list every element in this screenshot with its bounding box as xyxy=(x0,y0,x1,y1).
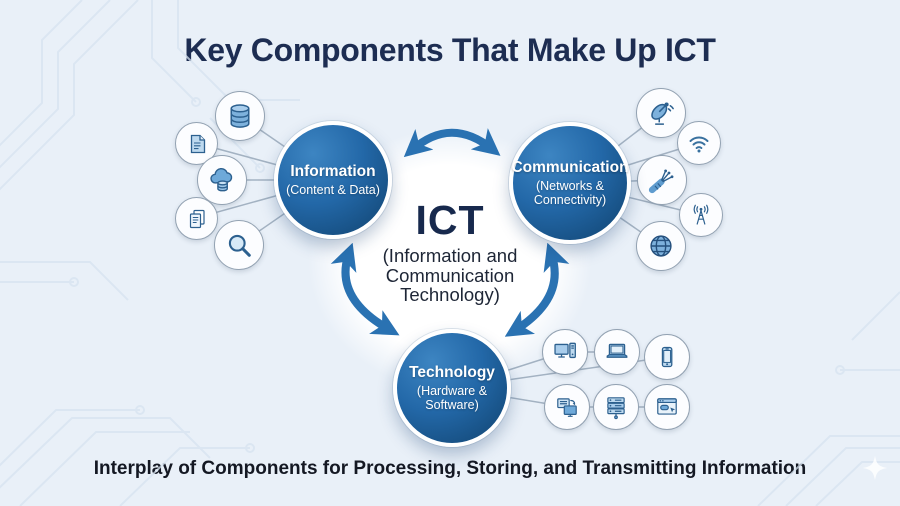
antenna-icon xyxy=(693,204,709,225)
icon-bubble-laptop xyxy=(594,329,640,375)
smartphone-icon xyxy=(661,346,673,368)
laptop-icon xyxy=(606,343,628,358)
cloud-storage-icon xyxy=(210,167,233,192)
globe-icon xyxy=(650,235,672,257)
software-window-icon xyxy=(657,398,677,415)
caption: Interplay of Components for Processing, … xyxy=(93,458,807,479)
icon-bubble-desktop xyxy=(542,329,588,375)
icon-bubble-database xyxy=(215,91,265,141)
sparkle-icon xyxy=(863,456,887,480)
fiber-cable-icon xyxy=(648,169,674,194)
files-icon xyxy=(189,209,205,228)
ict-expansion: (Information and Communication Technolog… xyxy=(382,245,518,306)
satellite-dish-icon xyxy=(651,102,674,125)
icon-bubble-files xyxy=(175,197,218,240)
node-technology: Technology (Hardware & Software) xyxy=(393,329,511,447)
node-label: Information xyxy=(290,162,376,180)
icon-bubble-software-window xyxy=(644,384,690,430)
monitors-icon xyxy=(557,398,577,417)
wifi-icon xyxy=(689,136,709,153)
node-label: Communication xyxy=(511,158,629,176)
icon-bubble-fiber-cable xyxy=(637,155,687,205)
ict-acronym: ICT xyxy=(415,197,485,243)
icon-bubble-smartphone xyxy=(644,334,690,380)
icon-bubble-globe xyxy=(636,221,686,271)
document-icon xyxy=(190,134,205,153)
icon-bubble-monitors xyxy=(544,384,590,430)
icon-bubble-cloud-storage xyxy=(197,155,247,205)
node-label: Technology xyxy=(409,363,495,381)
server-icon xyxy=(607,397,625,420)
icon-bubble-search xyxy=(214,220,264,270)
icon-bubble-server xyxy=(593,384,639,430)
node-sublabel: (Content & Data) xyxy=(286,182,380,197)
page-title: Key Components That Make Up ICT xyxy=(184,32,716,68)
search-icon xyxy=(228,234,251,257)
icon-bubble-antenna xyxy=(679,193,723,237)
node-sublabel: (Hardware & Software) xyxy=(416,383,488,412)
icon-bubble-wifi xyxy=(677,121,721,165)
database-icon xyxy=(230,104,250,128)
center-text: ICT (Information and Communication Techn… xyxy=(340,200,560,305)
desktop-computer-icon xyxy=(554,342,576,359)
icon-bubble-satellite-dish xyxy=(636,88,686,138)
